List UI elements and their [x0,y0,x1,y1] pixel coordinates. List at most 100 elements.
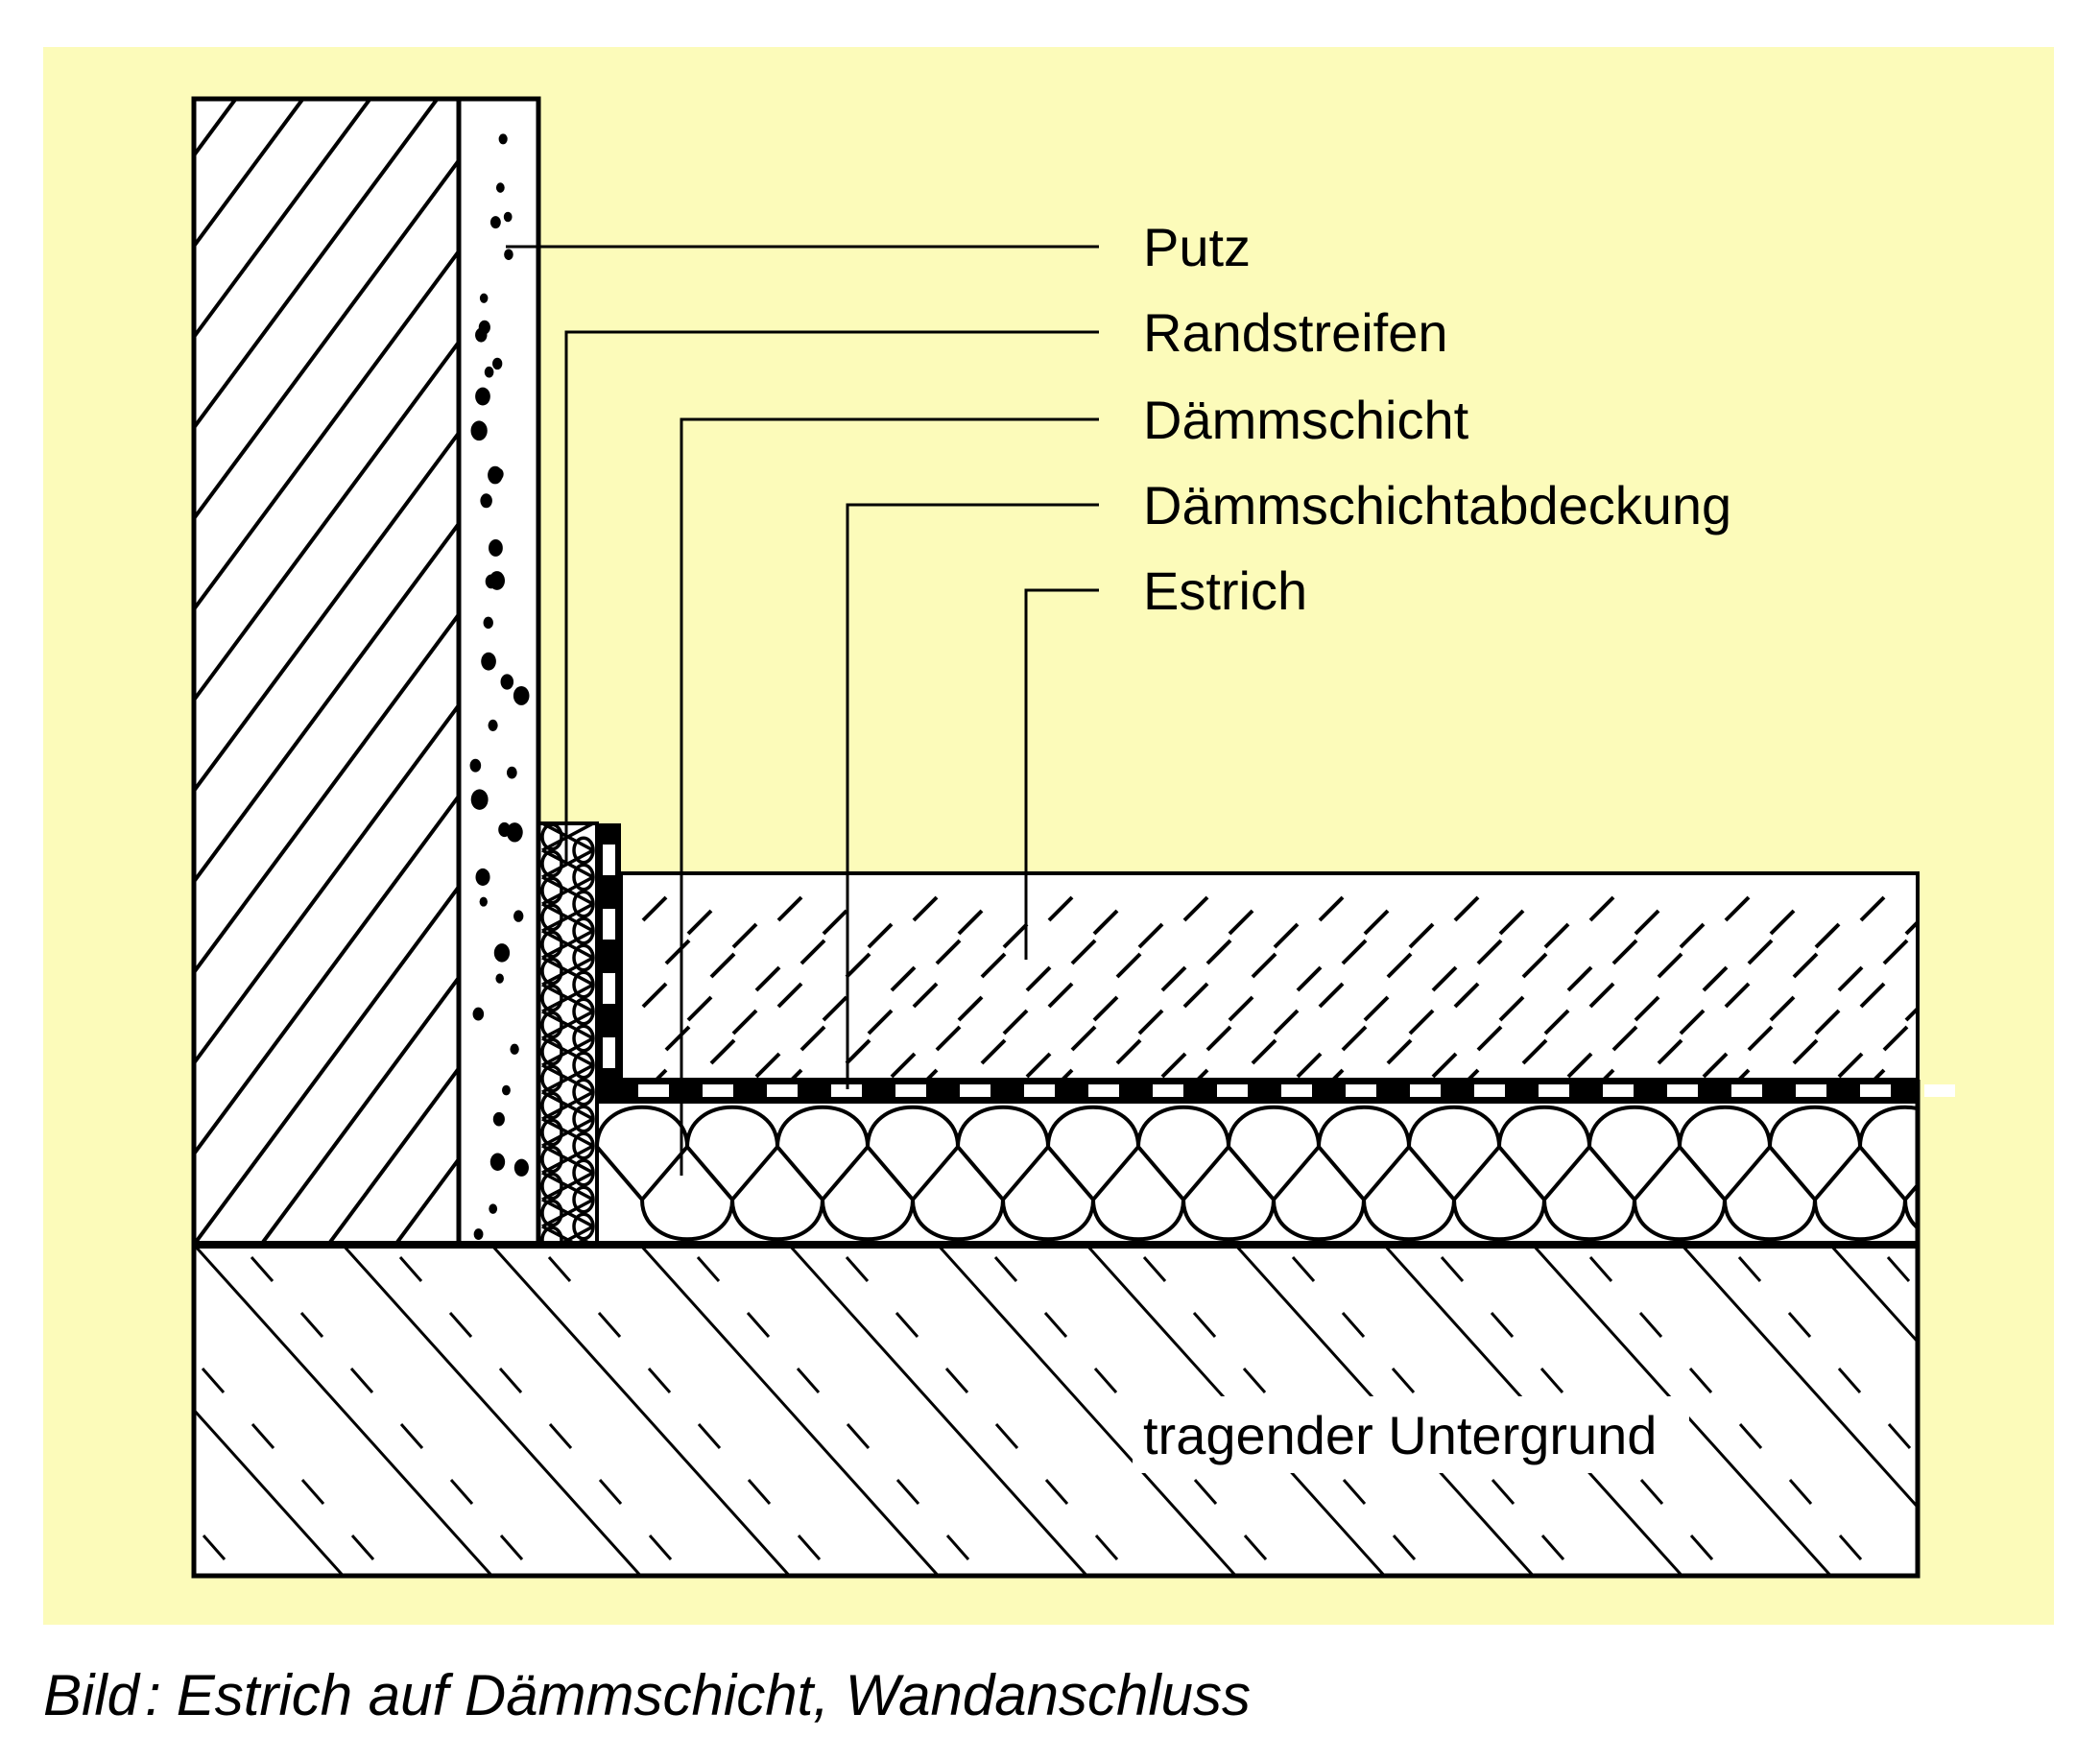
estrich-dash [731,922,758,949]
estrich-dash [1363,909,1390,936]
wall-hatch-line [194,99,372,341]
estrich-dash [799,1025,826,1052]
estrich-dash [686,909,713,936]
putz-dot [480,493,492,509]
putz-dot [489,1203,498,1214]
estrich-dash [1657,952,1683,979]
estrich-dash [1588,895,1615,922]
putz-dot [503,211,513,223]
untergrund-dash [201,1368,226,1393]
untergrund-dash [1837,1368,1862,1393]
abdeckung-gap [1603,1084,1634,1097]
untergrund-line [194,1245,493,1576]
abdeckung-horizontal [597,1080,1955,1102]
estrich-dash [1634,909,1660,936]
insulation-cross [1272,1145,1321,1202]
putz-dot [479,293,489,303]
insulation-cross [1768,1145,1817,1202]
insulation-cross [1227,1145,1276,1202]
insulation-cross [730,1145,779,1202]
estrich-dash [1296,965,1323,992]
estrich-dash [1060,1068,1074,1080]
estrich-dash [1792,1038,1819,1065]
putz-layer [459,99,538,1245]
untergrund-dash [1342,1479,1367,1505]
insulation-loop [730,1199,824,1242]
estrich-dash [1408,922,1435,949]
estrich-dash [1431,965,1458,992]
estrich-dash [1769,909,1796,936]
estrich-dash [980,952,1007,979]
untergrund-dash [597,1312,622,1338]
untergrund-dash [747,1479,772,1505]
abdeckung-gap [1088,1084,1119,1097]
randstreifen-loop [540,1091,563,1120]
estrich-dash [1386,952,1413,979]
putz-dot [489,539,503,557]
untergrund-dash [349,1368,374,1393]
insulation-cross [1633,1145,1682,1202]
untergrund-dash [994,1423,1019,1449]
putz-dot [489,1153,506,1171]
estrich-dash [1498,909,1525,936]
estrich-dash [845,952,871,979]
putz-dot [507,766,517,779]
label-estrich: Estrich [1143,560,1307,621]
wall-hatch-line [259,974,459,1245]
untergrund-dash [993,1256,1018,1282]
untergrund-line [341,1245,642,1576]
putz-dot [481,652,496,671]
estrich-dash [1137,922,1164,949]
estrich-dash [1182,982,1209,1009]
wall-hatch-line [194,99,440,432]
estrich-dash [845,1038,871,1065]
estrich-dash [1431,1052,1458,1079]
abdeckung-gap [1474,1084,1505,1097]
untergrund-dash [598,1479,623,1505]
insulation-loop [1633,1199,1727,1242]
untergrund-line [787,1245,1088,1576]
wall-hatch-line [194,520,459,885]
abdeckung-gap [831,1084,862,1097]
abdeckung-gap [703,1084,733,1097]
untergrund-dash [1242,1368,1267,1393]
estrich-dash [1466,1068,1480,1080]
untergrund-dash [1192,1312,1217,1338]
wall-hatch-line [2075,99,2100,1245]
estrich-dash [1296,1052,1323,1079]
randstreifen-loop [540,930,563,959]
estrich-dash [1228,909,1254,936]
insulation-loop [1858,1105,1918,1148]
insulation-cross [866,1145,915,1202]
untergrund-dash [648,1535,673,1560]
estrich-dash [1228,995,1254,1022]
insulation-loop [1272,1199,1366,1242]
estrich-dash [1521,1038,1548,1065]
insulation-loop [1091,1199,1185,1242]
estrich-dash [1363,995,1390,1022]
untergrund-line [489,1245,791,1576]
putz-dot [502,1084,511,1096]
estrich-dash [754,965,781,992]
putz-dot [475,868,490,886]
estrich-dash [641,982,668,1009]
insulation-cross [956,1145,1005,1202]
wall-hatch-line [194,702,459,1067]
estrich-dash [1205,1025,1232,1052]
estrich-dash [1047,982,1074,1009]
untergrund-dash [1491,1479,1515,1505]
estrich-dash [1092,995,1119,1022]
insulation-cross [1452,1145,1501,1202]
estrich-dash [1453,982,1480,1009]
putz-dot [473,1228,484,1240]
insulation-cross [1091,1145,1140,1202]
putz-dot [488,465,503,485]
untergrund-dash [399,1423,424,1449]
estrich-dash [1273,922,1300,949]
untergrund-dash [449,1479,474,1505]
estrich-dash [1318,982,1345,1009]
untergrund-dash [4,1313,25,1337]
abdeckung-gap [1281,1084,1312,1097]
estrich-dash [1702,965,1729,992]
estrich-dash [867,1009,894,1035]
